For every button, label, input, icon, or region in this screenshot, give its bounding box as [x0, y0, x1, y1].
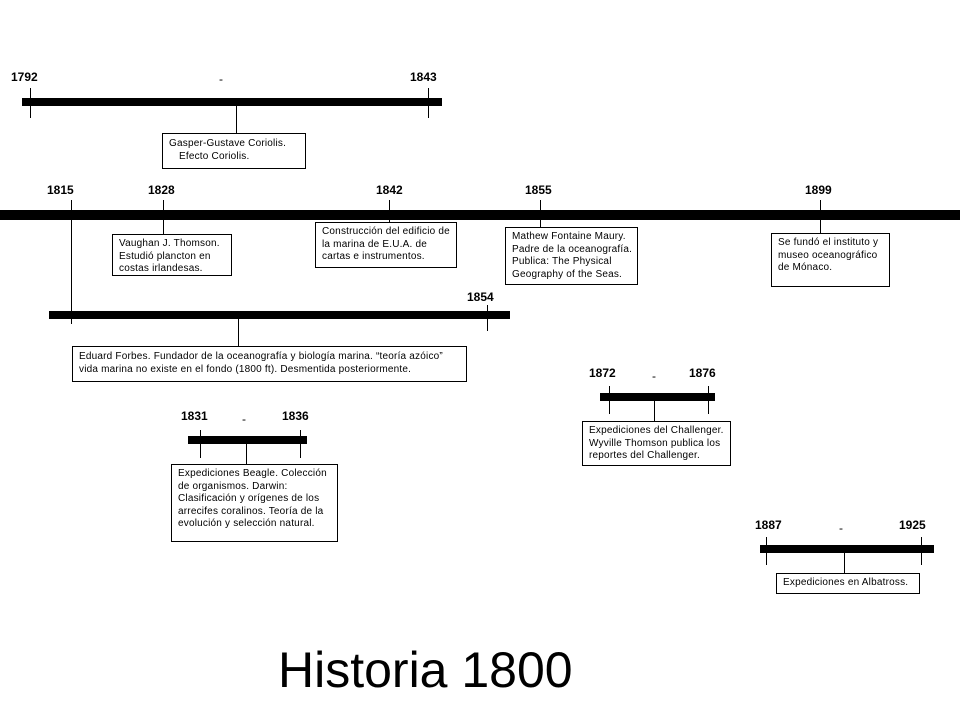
- tick-1843: [428, 88, 429, 118]
- range-separator: -: [839, 521, 843, 535]
- year-label-1828: 1828: [148, 183, 175, 197]
- tick-1842: [389, 200, 390, 223]
- year-label-1925: 1925: [899, 518, 926, 532]
- year-label-1831: 1831: [181, 409, 208, 423]
- year-label-1887: 1887: [755, 518, 782, 532]
- tick-1828: [163, 200, 164, 235]
- timeline-bar: [0, 210, 960, 220]
- timeline-bar: [760, 545, 934, 553]
- event-box-albatross: Expediciones en Albatross.: [776, 573, 920, 594]
- connector: [236, 106, 237, 134]
- tick-1831: [200, 430, 201, 458]
- connector: [238, 319, 239, 346]
- timeline-bar: [49, 311, 510, 319]
- year-label-1872: 1872: [589, 366, 616, 380]
- year-label-1854: 1854: [467, 290, 494, 304]
- event-box-forbes: Eduard Forbes. Fundador de la oceanograf…: [72, 346, 467, 382]
- tick-1792: [30, 88, 31, 118]
- event-box-coriolis: Gasper-Gustave Coriolis. Efecto Coriolis…: [162, 133, 306, 169]
- connector: [654, 401, 655, 421]
- tick-1854: [487, 305, 488, 331]
- event-box-beagle: Expediciones Beagle. Colección de organi…: [171, 464, 338, 542]
- tick-1876: [708, 386, 709, 414]
- tick-1899: [820, 200, 821, 234]
- range-separator: -: [652, 369, 656, 383]
- year-label-1815: 1815: [47, 183, 74, 197]
- event-box-maury: Mathew Fontaine Maury. Padre de la ocean…: [505, 227, 638, 285]
- event-box-challenger: Expediciones del Challenger. Wyville Tho…: [582, 421, 731, 466]
- tick-1872: [609, 386, 610, 414]
- slide-title: Historia 1800: [278, 642, 573, 698]
- year-label-1855: 1855: [525, 183, 552, 197]
- connector: [844, 553, 845, 573]
- tick-1836: [300, 430, 301, 458]
- timeline-bar: [188, 436, 307, 444]
- range-separator: -: [242, 412, 246, 426]
- event-box-edificio: Construcción del edificio de la marina d…: [315, 222, 457, 268]
- tick-1815: [71, 200, 72, 324]
- timeline-bar: [600, 393, 715, 401]
- year-label-1792: 1792: [11, 70, 38, 84]
- year-label-1876: 1876: [689, 366, 716, 380]
- year-label-1842: 1842: [376, 183, 403, 197]
- event-box-thomson: Vaughan J. Thomson. Estudió plancton en …: [112, 234, 232, 276]
- tick-1925: [921, 537, 922, 565]
- tick-1855: [540, 200, 541, 228]
- year-label-1836: 1836: [282, 409, 309, 423]
- connector: [246, 444, 247, 465]
- year-label-1843: 1843: [410, 70, 437, 84]
- event-box-monaco: Se fundó el instituto y museo oceanográf…: [771, 233, 890, 287]
- timeline-bar: [22, 98, 442, 106]
- year-label-1899: 1899: [805, 183, 832, 197]
- tick-1887: [766, 537, 767, 565]
- range-separator: -: [219, 72, 223, 86]
